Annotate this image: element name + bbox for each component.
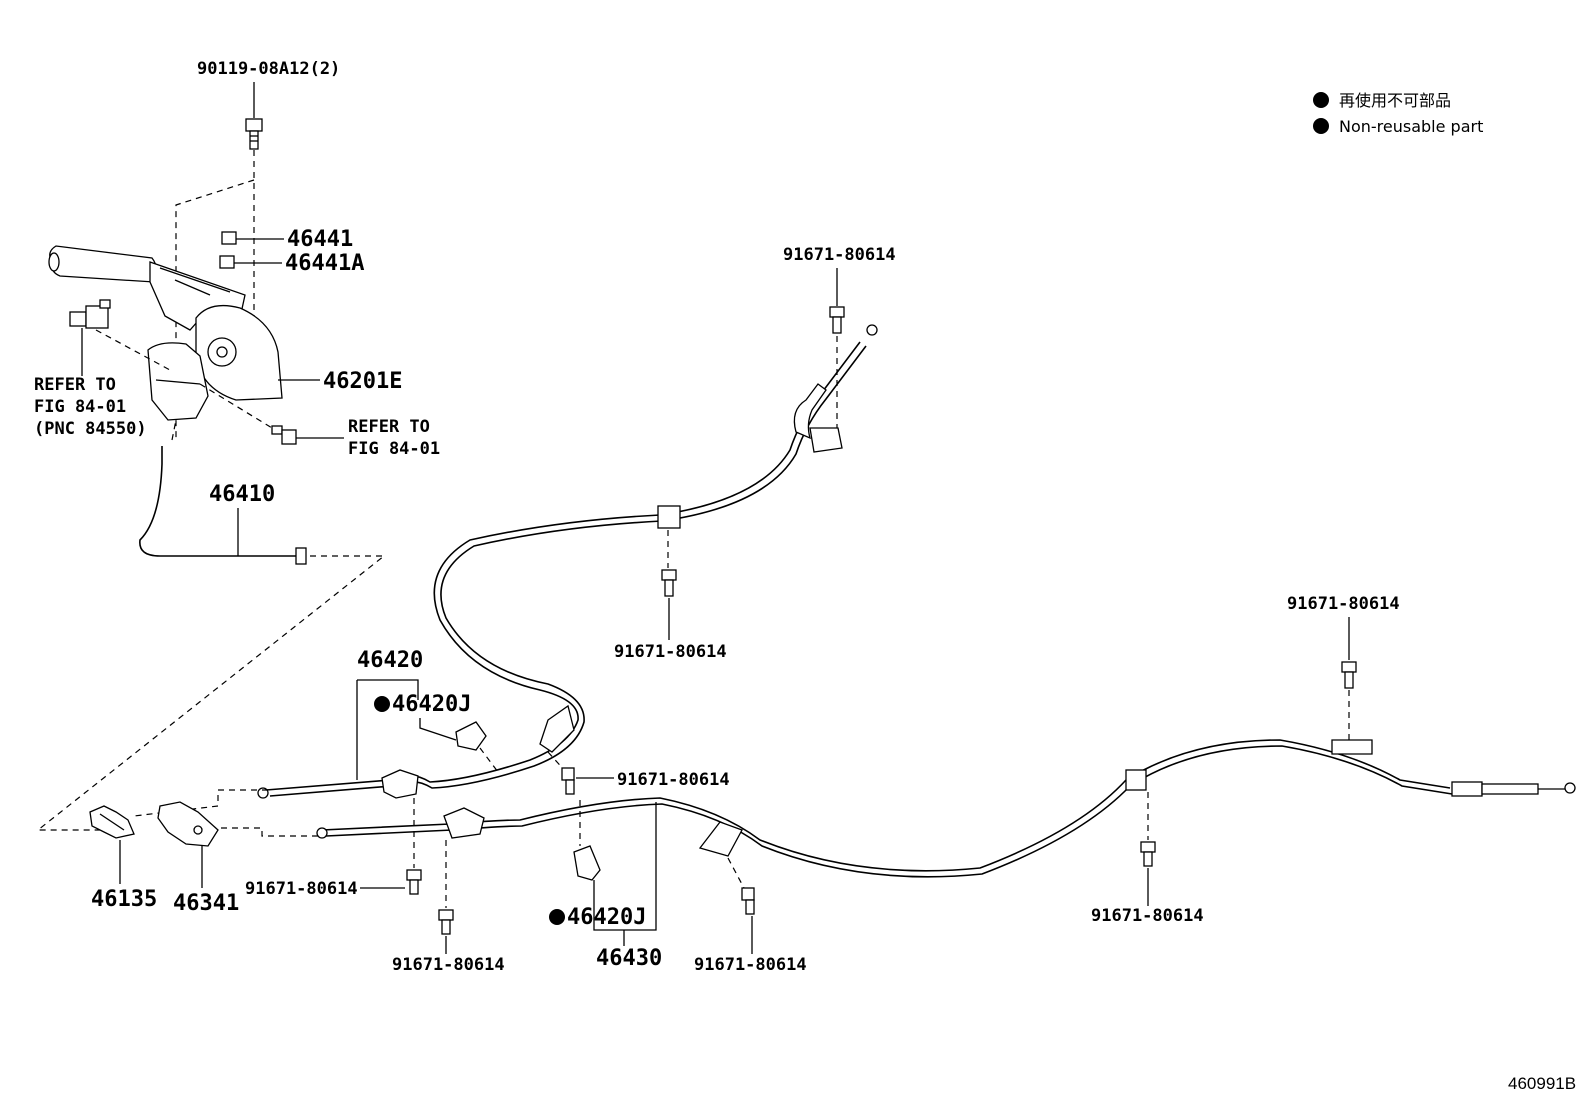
bolt-icon bbox=[829, 306, 845, 334]
callout-46420J-lower[interactable]: 46420J bbox=[549, 800, 646, 930]
part-label-46410[interactable]: 46410 bbox=[209, 482, 275, 507]
legend: 再使用不可部品 Non-reusable part bbox=[1313, 91, 1483, 136]
bolt-icon bbox=[561, 767, 575, 795]
part-label-91671-left-bottom[interactable]: 91671-80614 bbox=[392, 955, 505, 975]
callout-91671-upper[interactable]: 91671-80614 bbox=[783, 245, 896, 428]
callout-91671-left-bottom[interactable]: 91671-80614 bbox=[392, 909, 505, 975]
part-label-91671-upper[interactable]: 91671-80614 bbox=[783, 245, 896, 265]
part-label-46135[interactable]: 46135 bbox=[91, 887, 157, 912]
callout-46420J-upper[interactable]: 46420J bbox=[374, 692, 499, 773]
diagram-code: 460991B bbox=[1508, 1074, 1576, 1093]
parking-brake-lever-assembly[interactable] bbox=[48, 231, 283, 421]
part-label-46420J[interactable]: 46420J bbox=[392, 692, 471, 717]
front-cable-46410[interactable] bbox=[139, 419, 307, 565]
callout-91671-mid[interactable]: 91671-80614 bbox=[614, 530, 727, 662]
bolt-icon bbox=[661, 569, 677, 597]
refer-text-2-line2[interactable]: FIG 84-01 bbox=[348, 439, 440, 459]
callout-91671-right-bottom[interactable]: 91671-80614 bbox=[1091, 792, 1204, 926]
callout-46430[interactable]: 46430 bbox=[593, 802, 662, 971]
non-reusable-marker-icon bbox=[1313, 92, 1329, 108]
part-label-46441A[interactable]: 46441A bbox=[285, 251, 364, 276]
refer-text-2-line1[interactable]: REFER TO bbox=[348, 417, 430, 437]
callout-46135[interactable]: 46135 bbox=[91, 840, 157, 912]
non-reusable-marker-icon bbox=[1313, 118, 1329, 134]
callout-91671-center-clamp[interactable]: 91671-80614 bbox=[561, 767, 730, 795]
callout-refer-fig-84-01[interactable]: REFER TO FIG 84-01 bbox=[296, 417, 440, 459]
part-label-90119-08A12[interactable]: 90119-08A12(2) bbox=[197, 59, 340, 79]
part-label-46420J-lower[interactable]: 46420J bbox=[567, 905, 646, 930]
part-label-91671-left-lower[interactable]: 91671-80614 bbox=[245, 879, 358, 899]
callout-46341[interactable]: 46341 bbox=[173, 846, 239, 916]
non-reusable-marker-icon bbox=[549, 909, 565, 925]
callout-91671-right-top[interactable]: 91671-80614 bbox=[1287, 594, 1400, 740]
callout-46410[interactable]: 46410 bbox=[209, 482, 275, 556]
refer-text-line2[interactable]: FIG 84-01 bbox=[34, 397, 126, 417]
part-label-46201E[interactable]: 46201E bbox=[323, 369, 402, 394]
part-label-46420[interactable]: 46420 bbox=[357, 648, 423, 673]
callout-46441A[interactable]: 46441A bbox=[234, 251, 364, 276]
rear-cable-rh-46430[interactable] bbox=[316, 739, 1576, 881]
rear-cable-lh-46420[interactable] bbox=[257, 324, 878, 799]
bolt-icon bbox=[1341, 661, 1357, 689]
callout-refer-fig-84-01-pnc[interactable]: REFER TO FIG 84-01 (PNC 84550) bbox=[34, 375, 147, 439]
bolt-icon bbox=[1140, 841, 1156, 867]
bolt-icon bbox=[245, 118, 263, 150]
non-reusable-marker-icon bbox=[374, 696, 390, 712]
brake-switch-part[interactable] bbox=[69, 299, 111, 329]
bolt-icon bbox=[406, 869, 422, 895]
part-label-91671-mid[interactable]: 91671-80614 bbox=[614, 642, 727, 662]
equalizer-46135[interactable] bbox=[89, 805, 135, 839]
part-label-91671-right-top[interactable]: 91671-80614 bbox=[1287, 594, 1400, 614]
part-label-91671-center-clamp[interactable]: 91671-80614 bbox=[617, 770, 730, 790]
refer-text-line3[interactable]: (PNC 84550) bbox=[34, 419, 147, 439]
screw-icon[interactable] bbox=[271, 425, 297, 445]
equalizer-46341[interactable] bbox=[157, 801, 219, 847]
part-label-91671-center-bottom[interactable]: 91671-80614 bbox=[694, 955, 807, 975]
part-label-46441[interactable]: 46441 bbox=[287, 227, 353, 252]
part-label-46341[interactable]: 46341 bbox=[173, 891, 239, 916]
bolt-icon bbox=[741, 887, 755, 915]
callout-91671-left-lower[interactable]: 91671-80614 bbox=[245, 869, 422, 899]
callout-91671-center-bottom[interactable]: 91671-80614 bbox=[694, 857, 807, 975]
part-label-46430[interactable]: 46430 bbox=[596, 946, 662, 971]
refer-text-line1[interactable]: REFER TO bbox=[34, 375, 116, 395]
callout-46441[interactable]: 46441 bbox=[236, 227, 353, 252]
callout-90119-08A12[interactable]: 90119-08A12(2) bbox=[197, 59, 340, 150]
callout-46420[interactable]: 46420 bbox=[356, 648, 423, 780]
legend-jp-text: 再使用不可部品 bbox=[1339, 91, 1451, 110]
part-label-91671-right-bottom[interactable]: 91671-80614 bbox=[1091, 906, 1204, 926]
legend-en-text: Non-reusable part bbox=[1339, 117, 1483, 136]
callout-46201E[interactable]: 46201E bbox=[278, 369, 402, 394]
bolt-icon bbox=[438, 909, 454, 935]
